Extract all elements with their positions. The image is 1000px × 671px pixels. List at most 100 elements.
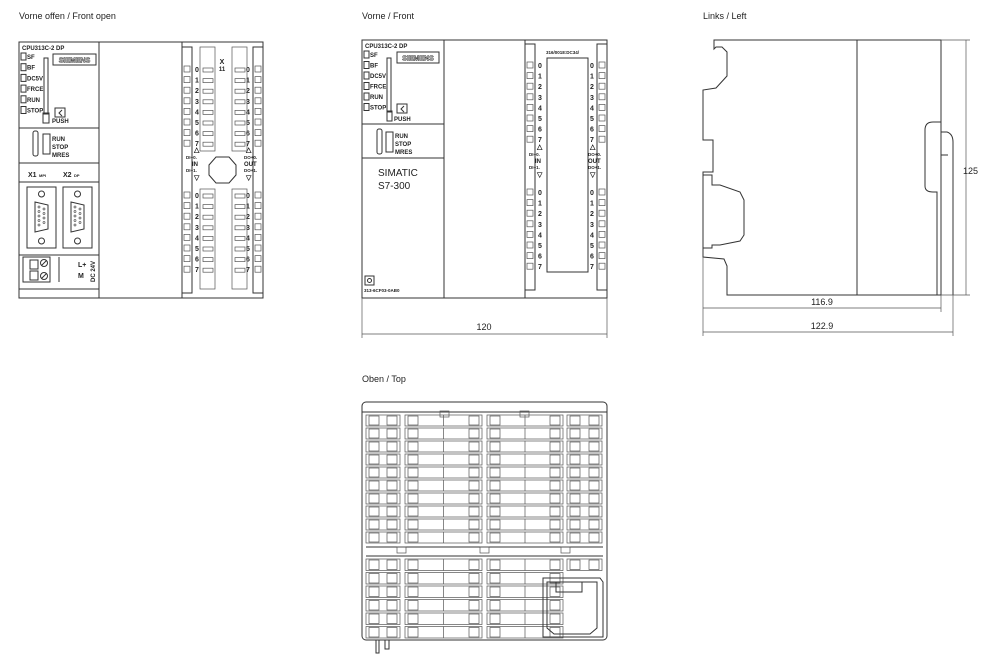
vent-slot bbox=[407, 441, 419, 452]
channel-out-0: 0 bbox=[246, 67, 250, 74]
vent-slot bbox=[489, 415, 501, 426]
channel-led bbox=[526, 114, 534, 122]
vent-slot bbox=[569, 441, 581, 452]
vent-slot bbox=[569, 532, 581, 543]
channel-led bbox=[254, 129, 262, 136]
vent-cell bbox=[365, 558, 401, 571]
channel-in-1: 1 bbox=[538, 201, 542, 208]
channel-in-1: 1 bbox=[538, 74, 542, 81]
vent-slot bbox=[468, 441, 480, 452]
terminal-slot bbox=[202, 257, 214, 262]
led-label-dc5v: DC5V bbox=[27, 76, 43, 82]
vent-slot bbox=[386, 415, 398, 426]
channel-led bbox=[254, 212, 262, 220]
foot bbox=[384, 639, 390, 650]
terminal-slot bbox=[202, 131, 214, 136]
vent-slot bbox=[549, 493, 561, 504]
pin bbox=[42, 221, 46, 224]
screw-icon bbox=[40, 259, 48, 267]
connector-screw bbox=[208, 156, 237, 184]
mode-switch[interactable] bbox=[42, 133, 51, 155]
vent-slot bbox=[368, 586, 380, 597]
out-label: OUT bbox=[244, 162, 257, 168]
latch-tab bbox=[519, 410, 530, 418]
channel-in-4: 4 bbox=[538, 232, 542, 239]
led-strip-left bbox=[524, 43, 536, 291]
vent-slot bbox=[569, 519, 581, 530]
channel-out-4: 4 bbox=[246, 109, 250, 116]
led-label-dc5v: DC5V bbox=[370, 74, 386, 80]
led-label-frce: FRCE bbox=[370, 85, 386, 91]
terminal-slot bbox=[234, 99, 246, 105]
channel-led bbox=[598, 209, 606, 217]
vent-slot bbox=[368, 506, 380, 517]
channel-led bbox=[526, 220, 534, 228]
led-strip-right bbox=[596, 43, 608, 291]
channel-led bbox=[183, 191, 191, 199]
channel-out-0: 0 bbox=[590, 63, 594, 70]
label-strip bbox=[546, 57, 589, 273]
vent-slot bbox=[368, 613, 380, 624]
terminal-slot bbox=[202, 120, 214, 126]
mode-switch[interactable] bbox=[385, 131, 394, 153]
vent-slot bbox=[386, 519, 398, 530]
in-label: IN bbox=[192, 162, 198, 168]
vent-cell bbox=[365, 626, 401, 639]
vent-cell bbox=[365, 585, 401, 598]
channel-out-6: 6 bbox=[246, 257, 250, 264]
led-indicator bbox=[20, 106, 27, 114]
vent-slot bbox=[569, 480, 581, 491]
terminal-slot bbox=[202, 67, 214, 73]
channel-out-4: 4 bbox=[590, 105, 594, 112]
channel-in-3: 3 bbox=[538, 95, 542, 102]
channel-in-7: 7 bbox=[195, 267, 199, 274]
module-outline bbox=[18, 41, 264, 299]
memory-card-slot bbox=[386, 110, 393, 122]
channel-out-1: 1 bbox=[590, 201, 594, 208]
channel-led bbox=[183, 202, 191, 209]
triangle-down-icon: ▽ bbox=[245, 175, 252, 182]
vent-cell bbox=[365, 505, 401, 518]
door-latch bbox=[941, 131, 954, 295]
channel-out-2: 2 bbox=[590, 84, 594, 91]
vent-slot bbox=[386, 467, 398, 478]
vent-cell bbox=[566, 427, 603, 440]
port-x2-label: X2 bbox=[63, 172, 72, 179]
terminal-slot bbox=[202, 246, 214, 252]
led-indicator bbox=[20, 63, 27, 72]
channel-out-3: 3 bbox=[246, 99, 250, 106]
channel-out-3: 3 bbox=[590, 222, 594, 229]
vent-cell bbox=[365, 518, 401, 531]
channel-led bbox=[183, 255, 191, 262]
channel-led bbox=[526, 262, 534, 270]
channel-out-1: 1 bbox=[246, 204, 250, 211]
triangle-up-icon: △ bbox=[245, 147, 252, 154]
vent-cell bbox=[566, 518, 603, 531]
channel-led bbox=[598, 220, 606, 228]
channel-led bbox=[254, 202, 262, 209]
view-top: Oben / Top bbox=[361, 374, 608, 654]
led-indicator bbox=[363, 71, 370, 80]
siemens-logo: SIEMENS bbox=[59, 58, 91, 65]
vent-slot bbox=[489, 480, 501, 491]
vent-slot bbox=[549, 532, 561, 543]
vent-slot bbox=[407, 454, 419, 465]
port-x1-label: X1 bbox=[28, 172, 37, 179]
channel-led bbox=[598, 82, 606, 90]
out-top-label: DO+0. bbox=[244, 155, 257, 160]
vent-slot bbox=[386, 573, 398, 584]
channel-out-5: 5 bbox=[246, 246, 250, 253]
cpu-label: CPU313C-2 DP bbox=[22, 46, 64, 52]
vent-slot bbox=[468, 613, 480, 624]
channel-led bbox=[183, 118, 191, 126]
vent-slot bbox=[468, 519, 480, 530]
out-top-label: DO+0. bbox=[588, 152, 601, 157]
vent-cell bbox=[365, 599, 401, 612]
vent-slot bbox=[407, 627, 419, 638]
vent-slot bbox=[386, 454, 398, 465]
channel-in-2: 2 bbox=[538, 211, 542, 218]
channel-led bbox=[526, 135, 534, 143]
vent-slot bbox=[549, 613, 561, 624]
